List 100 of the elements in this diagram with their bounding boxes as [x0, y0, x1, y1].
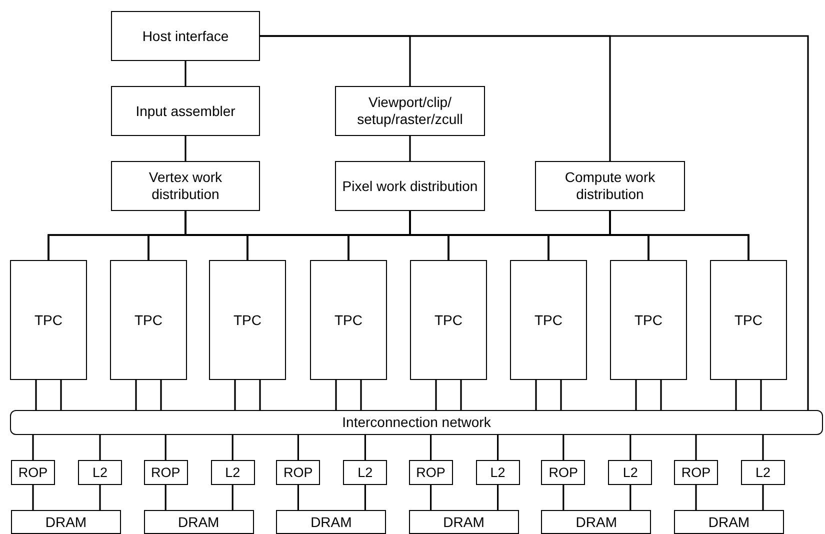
connector-line: [364, 485, 366, 510]
memory-box: [144, 510, 254, 534]
connector-line: [32, 435, 34, 460]
connector-line: [630, 485, 632, 510]
block-label: DRAM: [442, 514, 486, 530]
processor-box: [209, 260, 286, 380]
block-label: Input assembler: [134, 102, 236, 120]
connector-line: [184, 136, 186, 161]
block-label: ROP: [150, 464, 182, 481]
connector-line: [259, 380, 261, 410]
block-label: L2: [754, 464, 772, 481]
connector-line: [562, 485, 564, 510]
connector-line: [99, 485, 101, 510]
connector-line: [32, 485, 34, 510]
connector-line: [297, 485, 299, 510]
block-box: [476, 460, 520, 485]
connector-line: [430, 485, 432, 510]
connector-line: [60, 380, 62, 410]
connector-line: [360, 380, 362, 410]
block-box: [541, 460, 586, 485]
block-label: ROP: [680, 464, 712, 481]
block-label: ROP: [548, 464, 580, 481]
block-box: [144, 460, 188, 485]
connector-line: [497, 435, 499, 460]
block-label: ROP: [282, 464, 314, 481]
block-label: TPC: [334, 312, 364, 328]
block-box: [408, 460, 453, 485]
block-label: TPC: [634, 312, 664, 328]
block-label: ROP: [17, 464, 49, 481]
block-box: [741, 460, 785, 485]
processor-box: [10, 260, 87, 380]
connector-line: [297, 435, 299, 460]
block-label: TPC: [34, 312, 64, 328]
processor-box: [110, 260, 187, 380]
block-label: DRAM: [707, 514, 751, 530]
connector-line: [609, 211, 750, 260]
memory-box: [541, 510, 652, 534]
block-label: Compute work distribution: [564, 169, 656, 203]
connector-line: [762, 435, 764, 460]
processor-box: [510, 260, 587, 380]
block-label: L2: [91, 464, 109, 481]
block-label: TPC: [232, 312, 262, 328]
block-label: Pixel work distribution: [341, 178, 479, 194]
connector-line: [160, 380, 162, 410]
connector-line: [164, 435, 166, 460]
block-box: [210, 460, 255, 485]
block-label: ROP: [415, 464, 446, 481]
block-label: L2: [356, 464, 374, 481]
connector-line: [695, 485, 697, 510]
connector-line: [260, 35, 809, 410]
memory-box: [674, 510, 784, 534]
block-label: TPC: [734, 312, 764, 328]
connector-line: [335, 380, 337, 410]
block-box: [78, 460, 122, 485]
block-box: [11, 460, 55, 485]
connector-line: [135, 380, 137, 410]
connector-line: [535, 380, 537, 410]
block-label: DRAM: [176, 514, 220, 530]
block-box: [608, 460, 652, 485]
block-box: [335, 161, 485, 211]
block-label: Interconnection network: [341, 414, 492, 431]
block-label: DRAM: [574, 514, 618, 530]
connector-line: [232, 435, 234, 460]
block-label: TPC: [434, 312, 464, 328]
connector-line: [497, 485, 499, 510]
connector-line: [695, 435, 697, 460]
memory-box: [276, 510, 386, 534]
connector-line: [164, 485, 166, 510]
connector-line: [99, 435, 101, 460]
block-box: [276, 460, 320, 485]
connector-line: [735, 380, 737, 410]
connector-line: [232, 485, 234, 510]
block-box: [343, 460, 388, 485]
block-box: [674, 460, 718, 485]
processor-box: [310, 260, 387, 380]
connector-line: [560, 380, 562, 410]
connector-line: [409, 136, 411, 161]
connector-line: [35, 380, 37, 410]
processor-box: [410, 260, 487, 380]
connector-line: [635, 380, 637, 410]
block-label: DRAM: [310, 514, 353, 530]
block-box: [111, 11, 260, 61]
connector-line: [460, 380, 462, 410]
interconnect-bar: [10, 410, 823, 435]
block-box: [111, 161, 260, 211]
connector-line: [762, 485, 764, 510]
connector-line: [562, 435, 564, 460]
connector-line: [435, 380, 437, 410]
connector-line: [430, 435, 432, 460]
block-label: L2: [224, 464, 242, 481]
block-label: TPC: [534, 312, 564, 328]
memory-box: [11, 510, 121, 534]
processor-box: [710, 260, 787, 380]
connector-line: [630, 435, 632, 460]
block-label: Host interface: [141, 28, 230, 44]
block-label: Vertex work distribution: [148, 169, 224, 203]
connector-line: [660, 380, 662, 410]
block-label: Viewport/clip/ setup/raster/zcull: [356, 94, 464, 128]
block-box: [535, 161, 685, 211]
connector-line: [184, 61, 186, 86]
